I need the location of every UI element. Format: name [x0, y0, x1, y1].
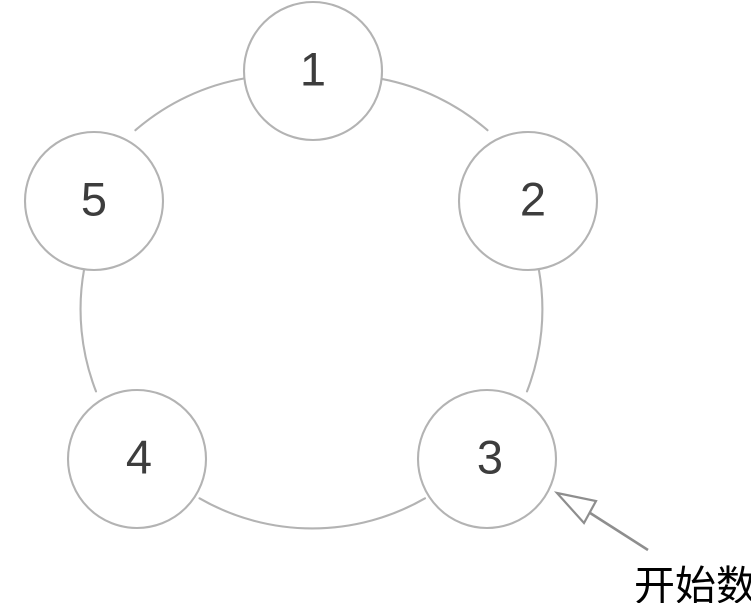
node-label-4: 4: [126, 430, 152, 483]
node-label-1: 1: [300, 42, 326, 95]
node-circle-5[interactable]: [23, 130, 165, 272]
annotation-arrow-head: [553, 491, 598, 525]
ring-node-labels: 1 2 3 4 5: [81, 42, 546, 483]
annotation-arrow-shaft: [586, 509, 649, 552]
node-circle-4[interactable]: [66, 388, 208, 530]
ring-nodes: [23, 0, 599, 530]
node-label-5: 5: [81, 172, 107, 225]
node-circle-3[interactable]: [416, 388, 558, 530]
node-label-2: 2: [520, 172, 546, 225]
edge-node-4-to-node-5: [79, 268, 98, 393]
node-circle-1[interactable]: [242, 0, 384, 142]
node-circle-2[interactable]: [457, 130, 599, 272]
start-annotation-label: 开始数: [634, 562, 751, 603]
start-annotation-arrow: [553, 491, 649, 552]
ring-edges: [79, 77, 544, 530]
edge-node-1-to-node-2: [379, 77, 489, 132]
edge-node-2-to-node-3: [525, 268, 544, 393]
edge-node-5-to-node-1: [134, 77, 248, 132]
edge-node-3-to-node-4: [198, 497, 427, 530]
node-label-3: 3: [477, 430, 503, 483]
